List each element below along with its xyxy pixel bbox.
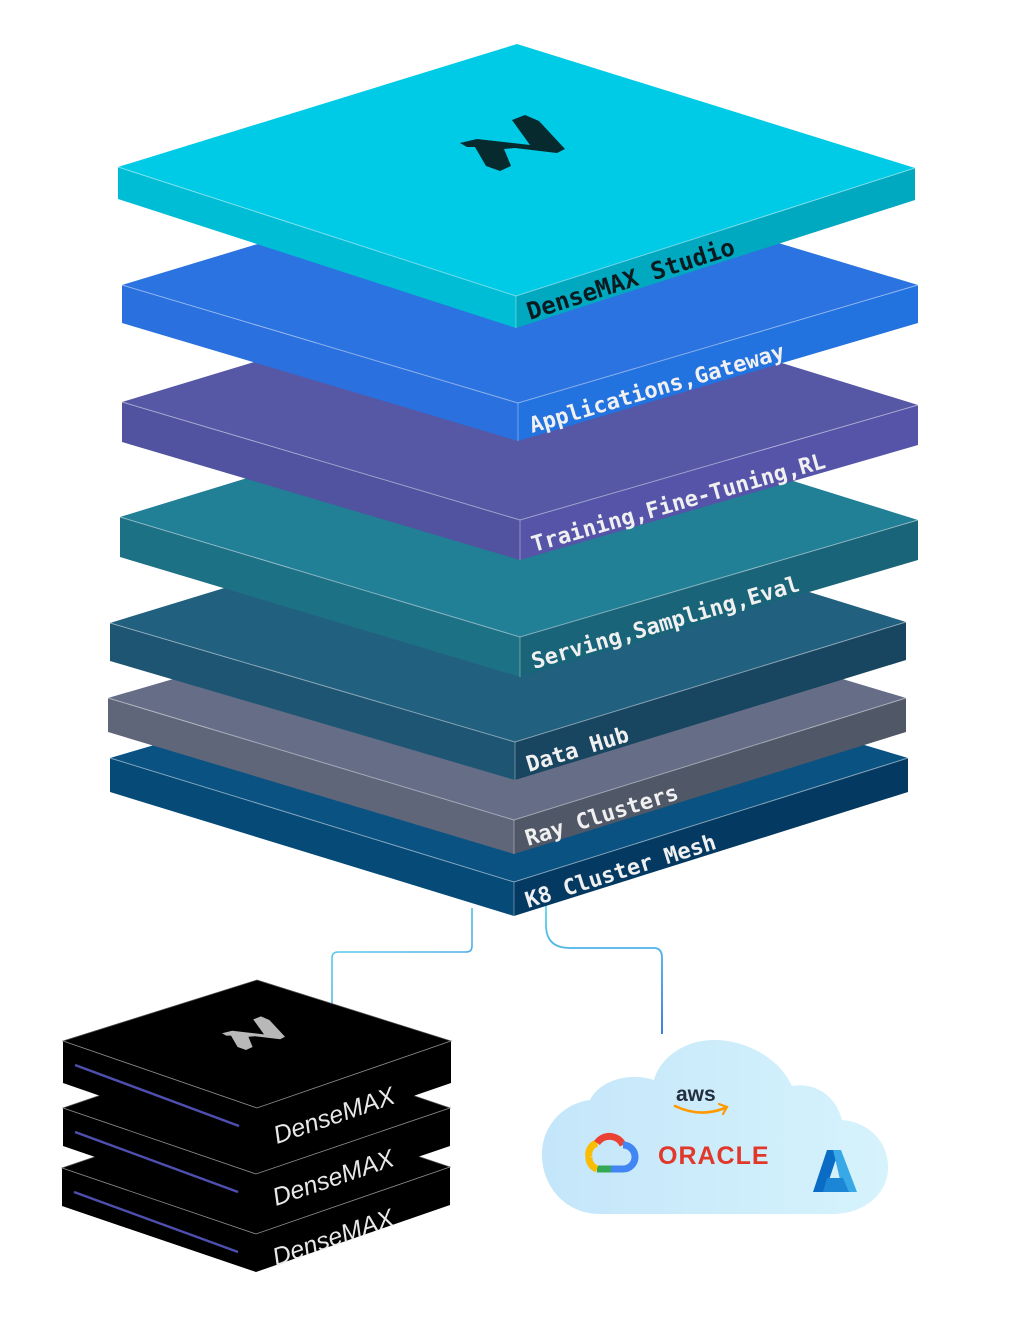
layer-edge-highlight	[109, 621, 907, 743]
google-cloud-logo	[585, 1132, 639, 1173]
layer-edge-highlight	[107, 697, 907, 821]
connector-to-cloud	[545, 905, 663, 1034]
hardware-logo-icon	[222, 1016, 285, 1050]
layer-left-face	[108, 698, 514, 854]
layer-top-face	[118, 44, 915, 296]
oracle-logo: ORACLE	[658, 1142, 770, 1170]
unit-stripe	[74, 1063, 240, 1128]
azure-logo	[813, 1150, 857, 1192]
layer-left-face	[110, 623, 515, 780]
layer-edge-highlight	[121, 284, 919, 404]
connectors	[331, 905, 663, 1034]
layer-edge-highlight	[119, 516, 919, 638]
layer-right-face	[514, 758, 908, 916]
layer-right-face	[520, 405, 918, 560]
layer-edge-highlight	[109, 757, 909, 883]
unit-stripe	[74, 1130, 239, 1194]
unit-stripe	[73, 1190, 239, 1254]
densemax-logo-icon	[460, 115, 565, 171]
layer-left-face	[118, 167, 516, 328]
layer-left-face	[122, 285, 518, 441]
aws-label: aws	[676, 1083, 716, 1106]
layer-right-face	[515, 622, 906, 780]
connector-to-hardware	[331, 908, 473, 1004]
layer-right-face	[520, 520, 918, 677]
layer-left-face	[110, 758, 514, 916]
cloud-providers: aws ORACLE	[541, 1040, 889, 1214]
layer-left-face	[122, 402, 520, 560]
layer-right-face	[518, 285, 918, 441]
layer-edge-highlight	[117, 166, 916, 297]
layer-left-face	[120, 517, 520, 677]
aws-smile-icon	[673, 1104, 727, 1114]
layer-right-face	[514, 698, 906, 854]
aws-logo: aws	[673, 1083, 729, 1116]
layer-right-face	[516, 168, 915, 328]
layer-edge-highlight	[121, 401, 919, 521]
